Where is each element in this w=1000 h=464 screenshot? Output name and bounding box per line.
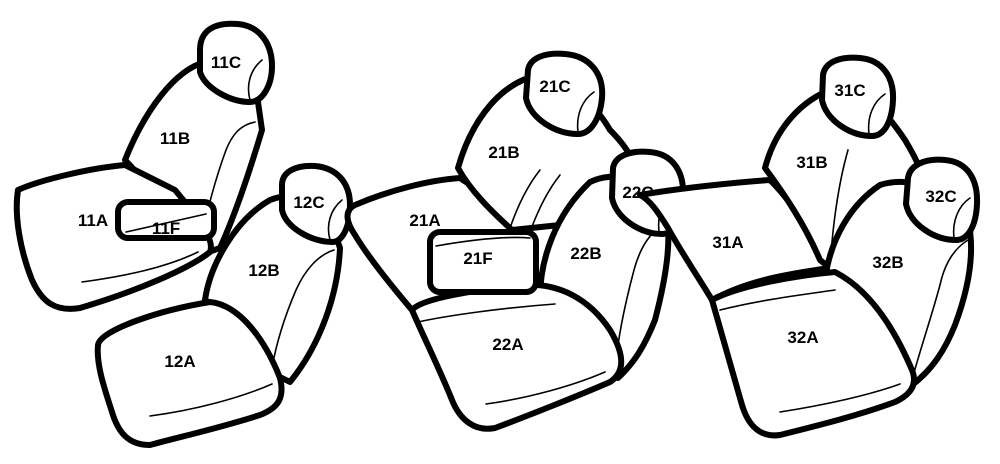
second-row-seats: 21C 21B 21A 21F 22C 22B 22A: [344, 50, 687, 432]
seat-12a-cushion: [94, 299, 285, 448]
seat-31c-panel-line: [867, 93, 886, 135]
label-31a: 31A: [712, 233, 743, 252]
label-21c: 21C: [539, 77, 570, 96]
seat-11c-panel-line: [247, 59, 263, 101]
seat-21c-panel-line: [576, 91, 595, 133]
seat-22a-panel-line: [417, 303, 556, 323]
seat-12c-panel-line: [327, 199, 343, 241]
label-21b: 21B: [488, 143, 519, 162]
seat-11a-panel-line: [81, 251, 199, 283]
seat-32b-panel-line: [911, 239, 969, 381]
label-21f: 21F: [463, 249, 492, 268]
label-31b: 31B: [796, 153, 827, 172]
label-32b: 32B: [872, 253, 903, 272]
seat-32c-panel-line: [952, 197, 971, 239]
seat-21f-armrest: [427, 229, 539, 295]
seat-21f-panel-line: [435, 236, 531, 247]
seat-21b-divider-line: [509, 169, 541, 229]
label-11a: 11A: [78, 211, 108, 230]
label-22b: 22B: [570, 244, 601, 263]
front-left-seat: 11C 11B 11A 11F: [13, 20, 275, 312]
seat-21c-headrest: [523, 50, 606, 137]
label-12a: 12A: [164, 352, 195, 371]
label-12c: 12C: [293, 193, 324, 212]
seat-31a-cushion: [637, 177, 833, 303]
third-row-seats: 31C 31B 31A 32C 32B 32A: [637, 54, 981, 439]
seat-12b-panel-line: [271, 249, 335, 369]
seat-22a-panel-line-2: [485, 371, 606, 405]
seat-31c-headrest: [819, 54, 897, 139]
label-31c: 31C: [834, 81, 865, 100]
seat-11c-headrest: [197, 20, 275, 105]
label-12b: 12B: [248, 261, 279, 280]
seat-21b-divider-line-2: [529, 174, 561, 233]
label-11b: 11B: [160, 129, 190, 148]
seat-22a-cushion: [409, 281, 625, 432]
seat-32a-panel-line-2: [779, 383, 901, 413]
label-11f: 11F: [152, 219, 180, 238]
seat-11f-panel-line: [125, 213, 207, 233]
label-21a: 21A: [409, 211, 440, 230]
label-32a: 32A: [787, 328, 818, 347]
seat-32a-panel-line: [719, 289, 836, 311]
label-32c: 32C: [925, 187, 956, 206]
label-11c: 11C: [211, 53, 241, 72]
seat-12a-panel-line: [149, 383, 273, 417]
seat-32c-headrest: [903, 156, 981, 243]
label-22a: 22A: [492, 335, 523, 354]
